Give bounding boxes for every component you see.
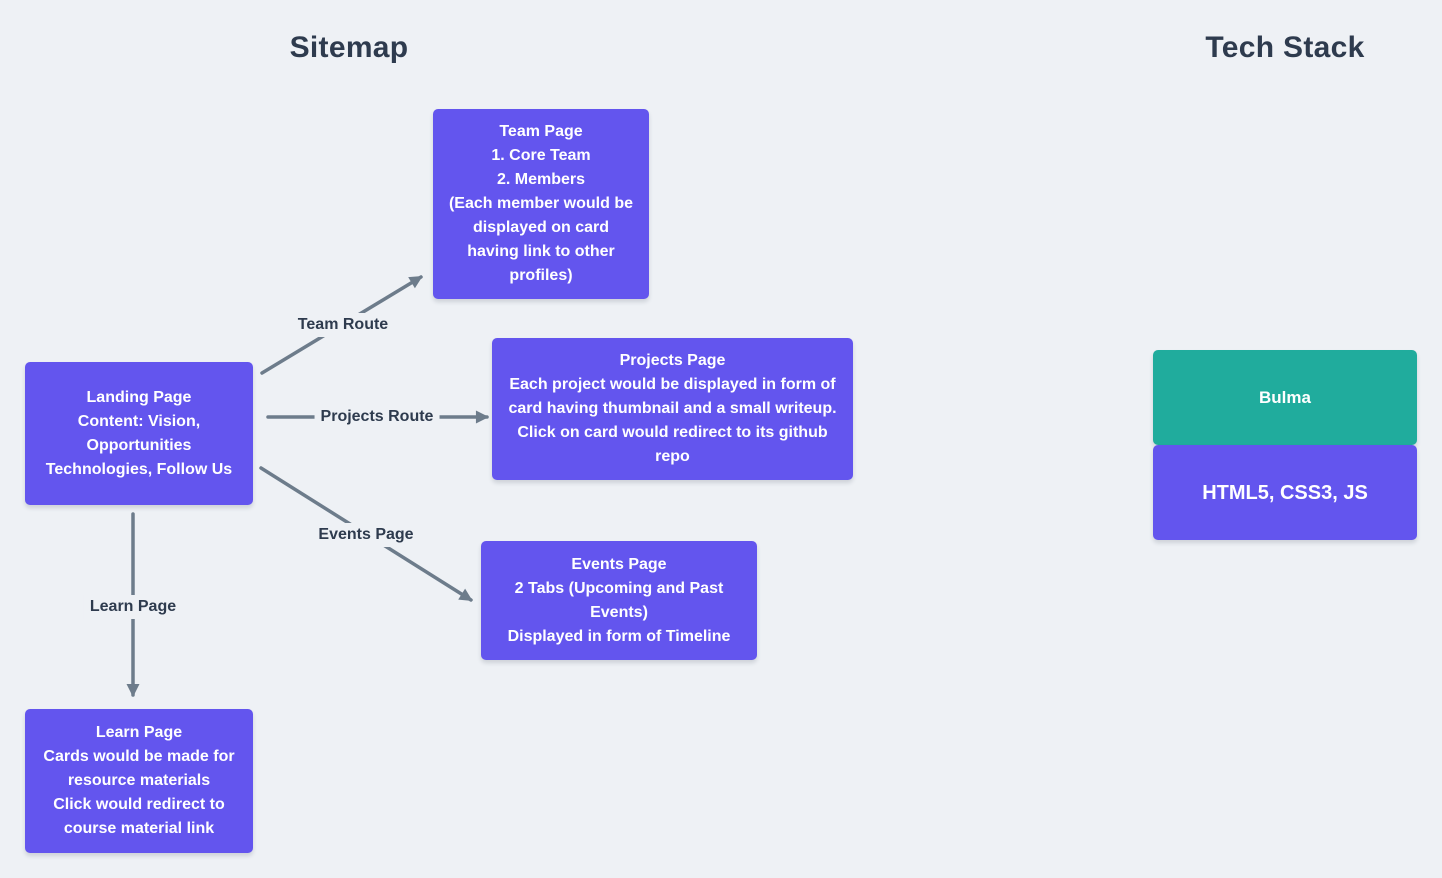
node-landing-page: Landing Page Content: Vision, Opportunit… <box>25 362 253 505</box>
node-projects-page-text: Projects Page Each project would be disp… <box>508 352 837 465</box>
node-landing-page-text: Landing Page Content: Vision, Opportunit… <box>45 388 233 478</box>
sitemap-title: Sitemap <box>289 31 409 64</box>
node-events-page: Events Page 2 Tabs (Upcoming and Past Ev… <box>481 541 757 660</box>
node-tech-bulma-text: Bulma <box>1259 387 1311 407</box>
edge-label-projects-route: Projects Route <box>314 405 440 429</box>
node-tech-bulma: Bulma <box>1153 350 1417 445</box>
edge-label-team-route: Team Route <box>291 313 395 337</box>
node-events-page-text: Events Page 2 Tabs (Upcoming and Past Ev… <box>507 555 731 645</box>
node-tech-html-css-js-text: HTML5, CSS3, JS <box>1202 481 1368 504</box>
tech-stack-title: Tech Stack <box>1205 31 1365 64</box>
node-tech-html-css-js: HTML5, CSS3, JS <box>1153 445 1417 540</box>
node-projects-page: Projects Page Each project would be disp… <box>492 338 853 480</box>
edge-label-events-page: Events Page <box>312 523 420 547</box>
node-team-page: Team Page 1. Core Team 2. Members (Each … <box>433 109 649 299</box>
edge-label-learn-page: Learn Page <box>83 595 183 619</box>
node-learn-page-text: Learn Page Cards would be made for resou… <box>43 724 235 837</box>
node-team-page-text: Team Page 1. Core Team 2. Members (Each … <box>448 123 634 284</box>
node-learn-page: Learn Page Cards would be made for resou… <box>25 709 253 853</box>
